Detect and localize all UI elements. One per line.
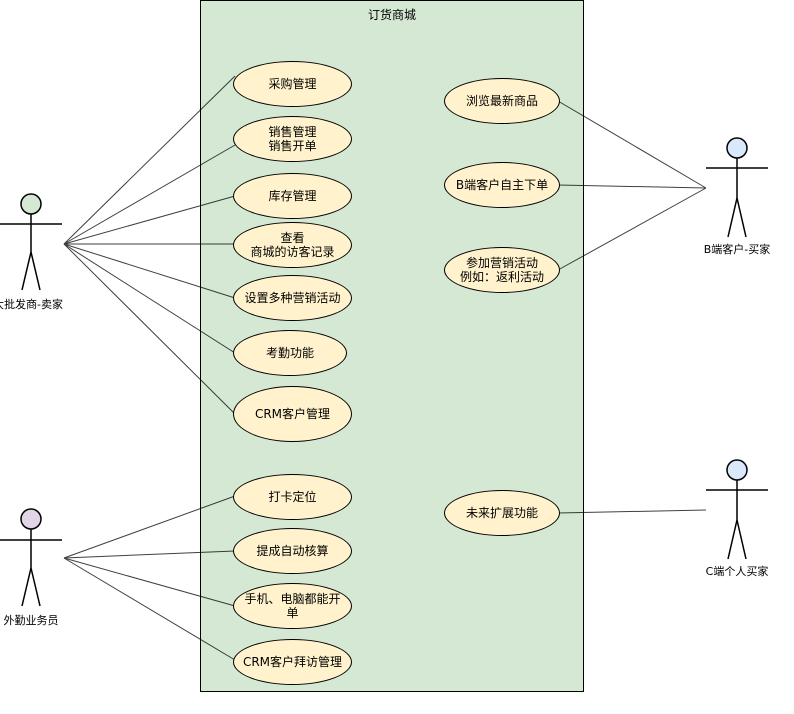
usecase-join-promotion: 参加营销活动 例如：返利活动 (444, 247, 560, 293)
usecase-marketing-setup: 设置多种营销活动 (233, 275, 352, 321)
usecase-future-extension: 未来扩展功能 (444, 490, 560, 536)
assoc-wholesaler-sales (63, 144, 236, 245)
usecase-commission-calc: 提成自动核算 (233, 528, 352, 574)
usecase-browse-products: 浏览最新商品 (444, 78, 560, 124)
assoc-wholesaler-attendance (63, 243, 236, 354)
actor-wholesaler-head (20, 193, 42, 215)
usecase-b-self-order: B端客户自主下单 (444, 162, 560, 208)
actor-b-buyer-label: B端客户-买家 (703, 243, 771, 256)
assoc-salesman-mobile (63, 557, 236, 607)
assoc-wholesaler-marketing (63, 243, 236, 299)
assoc-salesman-commission (63, 550, 236, 559)
actor-b-buyer-head (726, 137, 748, 159)
actor-c-buyer-head (726, 459, 748, 481)
system-title: 订货商城 (367, 8, 416, 22)
actor-salesman-head (20, 508, 42, 530)
usecase-purchase-management: 采购管理 (233, 61, 352, 107)
usecase-crm-management: CRM客户管理 (233, 386, 352, 442)
usecase-attendance: 考勤功能 (233, 330, 347, 376)
assoc-wholesaler-purchase (63, 75, 236, 245)
assoc-wholesaler-inventory (63, 195, 236, 245)
usecase-crm-visit: CRM客户拜访管理 (233, 639, 352, 685)
usecase-mobile-pc-order: 手机、电脑都能开单 (233, 583, 352, 629)
usecase-checkin-location: 打卡定位 (233, 474, 352, 520)
actor-salesman (0, 508, 62, 607)
assoc-salesman-crmvisit (63, 557, 236, 661)
assoc-bbuyer-browse (557, 100, 707, 189)
usecase-inventory-management: 库存管理 (233, 173, 352, 219)
assoc-salesman-checkin (63, 495, 236, 559)
assoc-bbuyer-promo (557, 187, 707, 271)
actor-wholesaler-label: 大批发商-卖家 (0, 298, 63, 311)
actor-salesman-label: 外勤业务员 (3, 614, 59, 627)
actor-wholesaler (0, 193, 62, 291)
actor-b-buyer (706, 137, 768, 238)
assoc-wholesaler-crm (63, 243, 236, 415)
usecase-visitor-records: 查看 商城的访客记录 (233, 222, 352, 268)
usecase-sales-management: 销售管理 销售开单 (233, 116, 352, 162)
actor-c-buyer (706, 459, 768, 560)
assoc-bbuyer-order (557, 184, 707, 189)
assoc-cbuyer-future (557, 509, 707, 514)
actor-c-buyer-label: C端个人买家 (705, 565, 769, 578)
